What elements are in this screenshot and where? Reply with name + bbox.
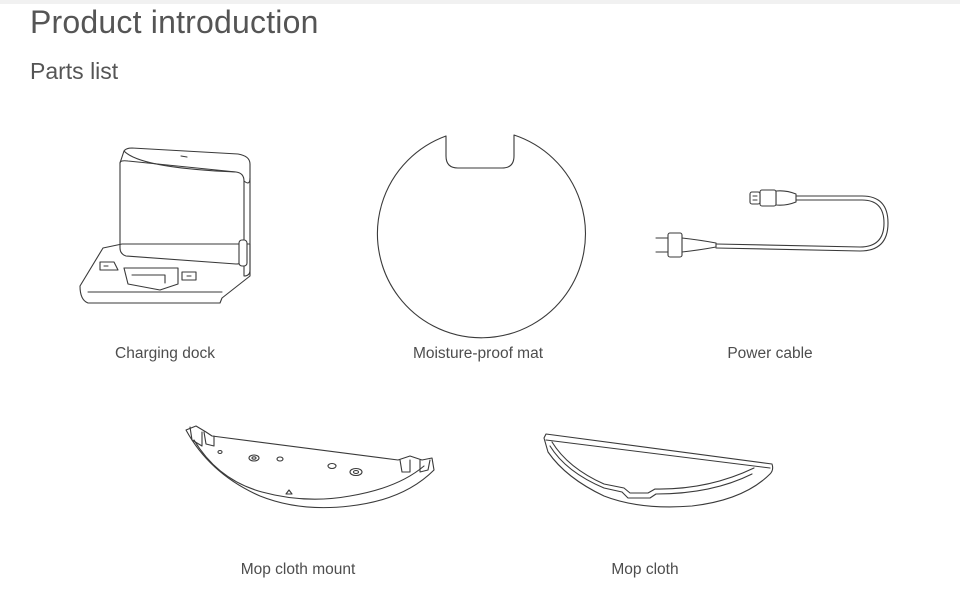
page-title: Product introduction [30,4,319,40]
part-label-power-cable: Power cable [727,345,813,362]
section-title: Parts list [30,58,119,84]
top-divider [0,0,960,4]
part-label-moisture-proof-mat: Moisture-proof mat [412,345,544,362]
part-label-mop-cloth-mount: Mop cloth mount [240,561,356,578]
part-label-mop-cloth: Mop cloth [611,561,679,578]
part-label-charging-dock: Charging dock [115,345,215,362]
